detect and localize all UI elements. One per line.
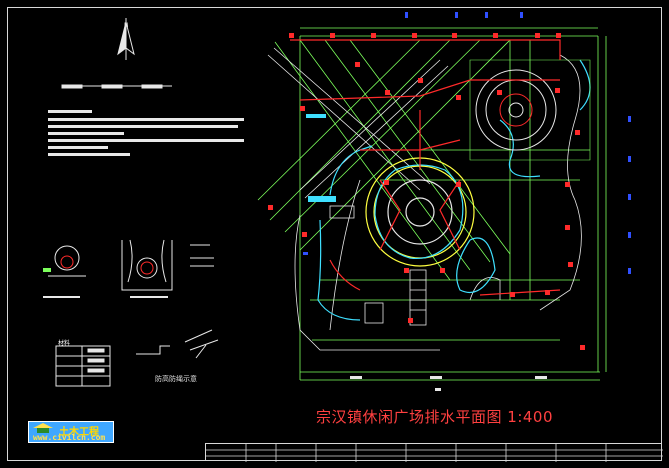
scale-bar xyxy=(61,84,172,89)
materials-table xyxy=(55,345,111,387)
materials-table-label: 材料 xyxy=(58,340,71,347)
site-paths xyxy=(267,47,582,351)
drainage-network xyxy=(290,39,561,296)
title-block xyxy=(205,443,663,462)
svg-text:N: N xyxy=(124,22,129,29)
drawing-border xyxy=(7,7,662,461)
north-arrow-icon: N xyxy=(117,18,135,60)
dimension-markers xyxy=(303,12,631,274)
logo-name: 土木工程 xyxy=(59,427,99,438)
bottom-dimension-ticks xyxy=(350,376,547,391)
design-notes xyxy=(48,110,244,156)
house-icon xyxy=(33,423,53,433)
logo-url[interactable]: www.civilcn.com xyxy=(33,433,106,442)
manhole-detail-a xyxy=(43,245,86,298)
drawing-title: 宗汉镇休闲广场排水平面图 1:400 xyxy=(316,408,553,426)
civilcn-logo[interactable]: 土木工程 www.civilcn.com xyxy=(28,421,114,443)
legend-caption: 防高防绳示意 xyxy=(155,375,197,383)
stair-bridge xyxy=(329,205,427,326)
drain-symbol-legend xyxy=(136,329,219,359)
manhole-detail-b xyxy=(121,239,214,298)
catch-basins xyxy=(268,33,585,350)
plan-dimension-lines xyxy=(299,27,607,381)
